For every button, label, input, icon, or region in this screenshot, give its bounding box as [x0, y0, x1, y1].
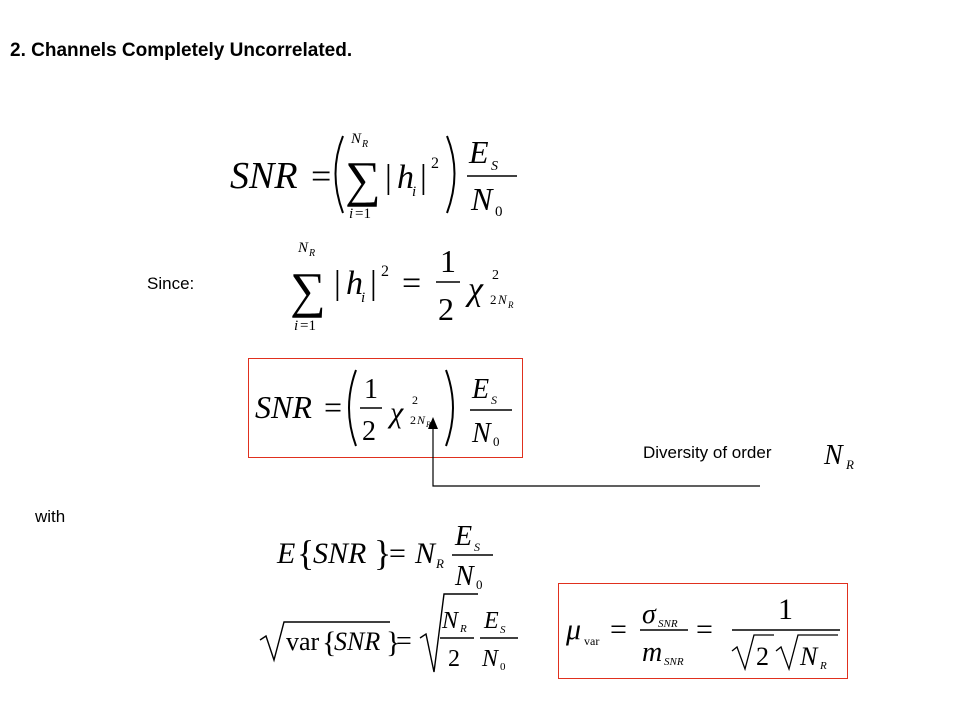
svg-text:N: N: [481, 646, 500, 672]
svg-text:i: i: [349, 206, 353, 222]
svg-text:0: 0: [495, 204, 503, 220]
svg-text:E: E: [276, 537, 295, 570]
svg-text:N: N: [441, 608, 460, 634]
svg-text:R: R: [845, 457, 854, 472]
diversity-arrow: [428, 417, 760, 487]
svg-text:|: |: [385, 159, 392, 196]
svg-text:=: =: [389, 537, 406, 570]
svg-text:N: N: [799, 642, 819, 671]
svg-text:=1: =1: [300, 318, 316, 334]
svg-text:χ: χ: [465, 271, 484, 308]
svg-text:R: R: [308, 248, 315, 259]
svg-text:i: i: [361, 290, 365, 306]
svg-text:var: var: [286, 627, 320, 656]
svg-text:0: 0: [476, 577, 483, 590]
svg-text:σ: σ: [642, 599, 657, 630]
svg-text:1: 1: [440, 243, 456, 279]
svg-text:|: |: [420, 159, 427, 196]
svg-text:=: =: [402, 265, 421, 302]
svg-text:=: =: [610, 613, 627, 646]
svg-text:h: h: [346, 265, 363, 302]
svg-text:R: R: [507, 300, 514, 310]
svg-text:|: |: [370, 265, 377, 302]
svg-text:N: N: [470, 181, 494, 217]
svg-text:E: E: [471, 374, 489, 405]
svg-text:R: R: [819, 660, 827, 672]
svg-text:=: =: [311, 156, 331, 196]
highlight-box-snr-chi: [248, 358, 523, 458]
svg-text:E: E: [483, 608, 499, 634]
svg-text:S: S: [491, 393, 497, 407]
svg-text:=1: =1: [355, 206, 371, 222]
svg-text:N: N: [454, 561, 475, 590]
with-label: with: [35, 507, 66, 526]
svg-text:χ: χ: [387, 396, 404, 429]
svg-text:N: N: [471, 418, 492, 449]
svg-text:i: i: [294, 318, 298, 334]
svg-text:N: N: [497, 292, 508, 307]
svg-text:∑: ∑: [290, 262, 326, 318]
svg-text:2: 2: [381, 263, 389, 280]
svg-text:SNR: SNR: [313, 537, 366, 570]
svg-text:E: E: [454, 521, 472, 552]
svg-text:i: i: [412, 184, 416, 200]
svg-text:N: N: [414, 537, 437, 570]
svg-text:E: E: [468, 134, 489, 170]
svg-text:1: 1: [778, 593, 793, 626]
svg-text:}: }: [374, 533, 391, 573]
svg-text:2: 2: [431, 155, 439, 172]
svg-text:=: =: [324, 389, 342, 425]
highlight-box-mu-var: [558, 583, 848, 679]
svg-text:R: R: [459, 623, 467, 635]
svg-text:|: |: [334, 265, 341, 302]
svg-text:N: N: [297, 240, 309, 256]
svg-text:μ: μ: [565, 613, 581, 646]
svg-text:}: }: [386, 626, 400, 659]
diversity-label: Diversity of order: [643, 443, 772, 462]
svg-text:=: =: [696, 613, 713, 646]
svg-text:2: 2: [362, 416, 376, 447]
svg-text:h: h: [397, 159, 414, 196]
svg-text:2: 2: [412, 393, 418, 407]
equation-mu-var: μ var = σ SNR m SNR = 1 2 N R: [565, 593, 840, 672]
equation-expectation: E { SNR } = N R E S N 0: [276, 521, 493, 590]
svg-text:∑: ∑: [345, 151, 381, 207]
equation-std: var { SNR } = N R 2 E S N 0: [259, 593, 518, 673]
svg-text:N: N: [350, 131, 362, 147]
equation-snr-sum: SNR = N R ∑ i =1 | h i | 2 E S N 0: [230, 131, 517, 222]
svg-text:m: m: [642, 637, 662, 668]
svg-text:var: var: [584, 634, 599, 648]
svg-text:2: 2: [448, 646, 460, 672]
svg-text:{: {: [297, 533, 314, 573]
equation-sum-identity: N R ∑ i =1 | h i | 2 = 1 2 χ 2 2 N R: [290, 240, 514, 334]
svg-text:R: R: [435, 556, 444, 571]
equation-diversity-order: N R: [823, 440, 854, 472]
svg-text:SNR: SNR: [334, 627, 380, 656]
svg-text:SNR: SNR: [664, 656, 684, 668]
svg-text:0: 0: [493, 434, 500, 449]
svg-text:N: N: [416, 413, 426, 427]
svg-text:{: {: [322, 626, 336, 659]
svg-text:R: R: [361, 139, 368, 150]
svg-text:SNR: SNR: [658, 618, 678, 630]
svg-text:1: 1: [364, 374, 378, 405]
svg-text:R: R: [425, 420, 431, 429]
svg-text:S: S: [474, 540, 480, 554]
svg-text:S: S: [500, 624, 506, 636]
svg-text:=: =: [396, 626, 412, 657]
svg-text:2: 2: [410, 413, 416, 427]
svg-text:2: 2: [490, 292, 497, 307]
equation-snr-chi: SNR = 1 2 χ 2 2 N R E S N 0: [255, 369, 512, 449]
svg-text:SNR: SNR: [230, 155, 298, 197]
svg-text:SNR: SNR: [255, 389, 312, 425]
page-heading: 2. Channels Completely Uncorrelated.: [10, 40, 353, 61]
svg-text:N: N: [823, 440, 844, 471]
svg-text:0: 0: [500, 661, 506, 673]
since-label: Since:: [147, 274, 195, 293]
svg-text:S: S: [491, 159, 498, 174]
svg-text:2: 2: [438, 291, 454, 327]
svg-text:2: 2: [756, 642, 769, 671]
svg-text:2: 2: [492, 268, 499, 283]
